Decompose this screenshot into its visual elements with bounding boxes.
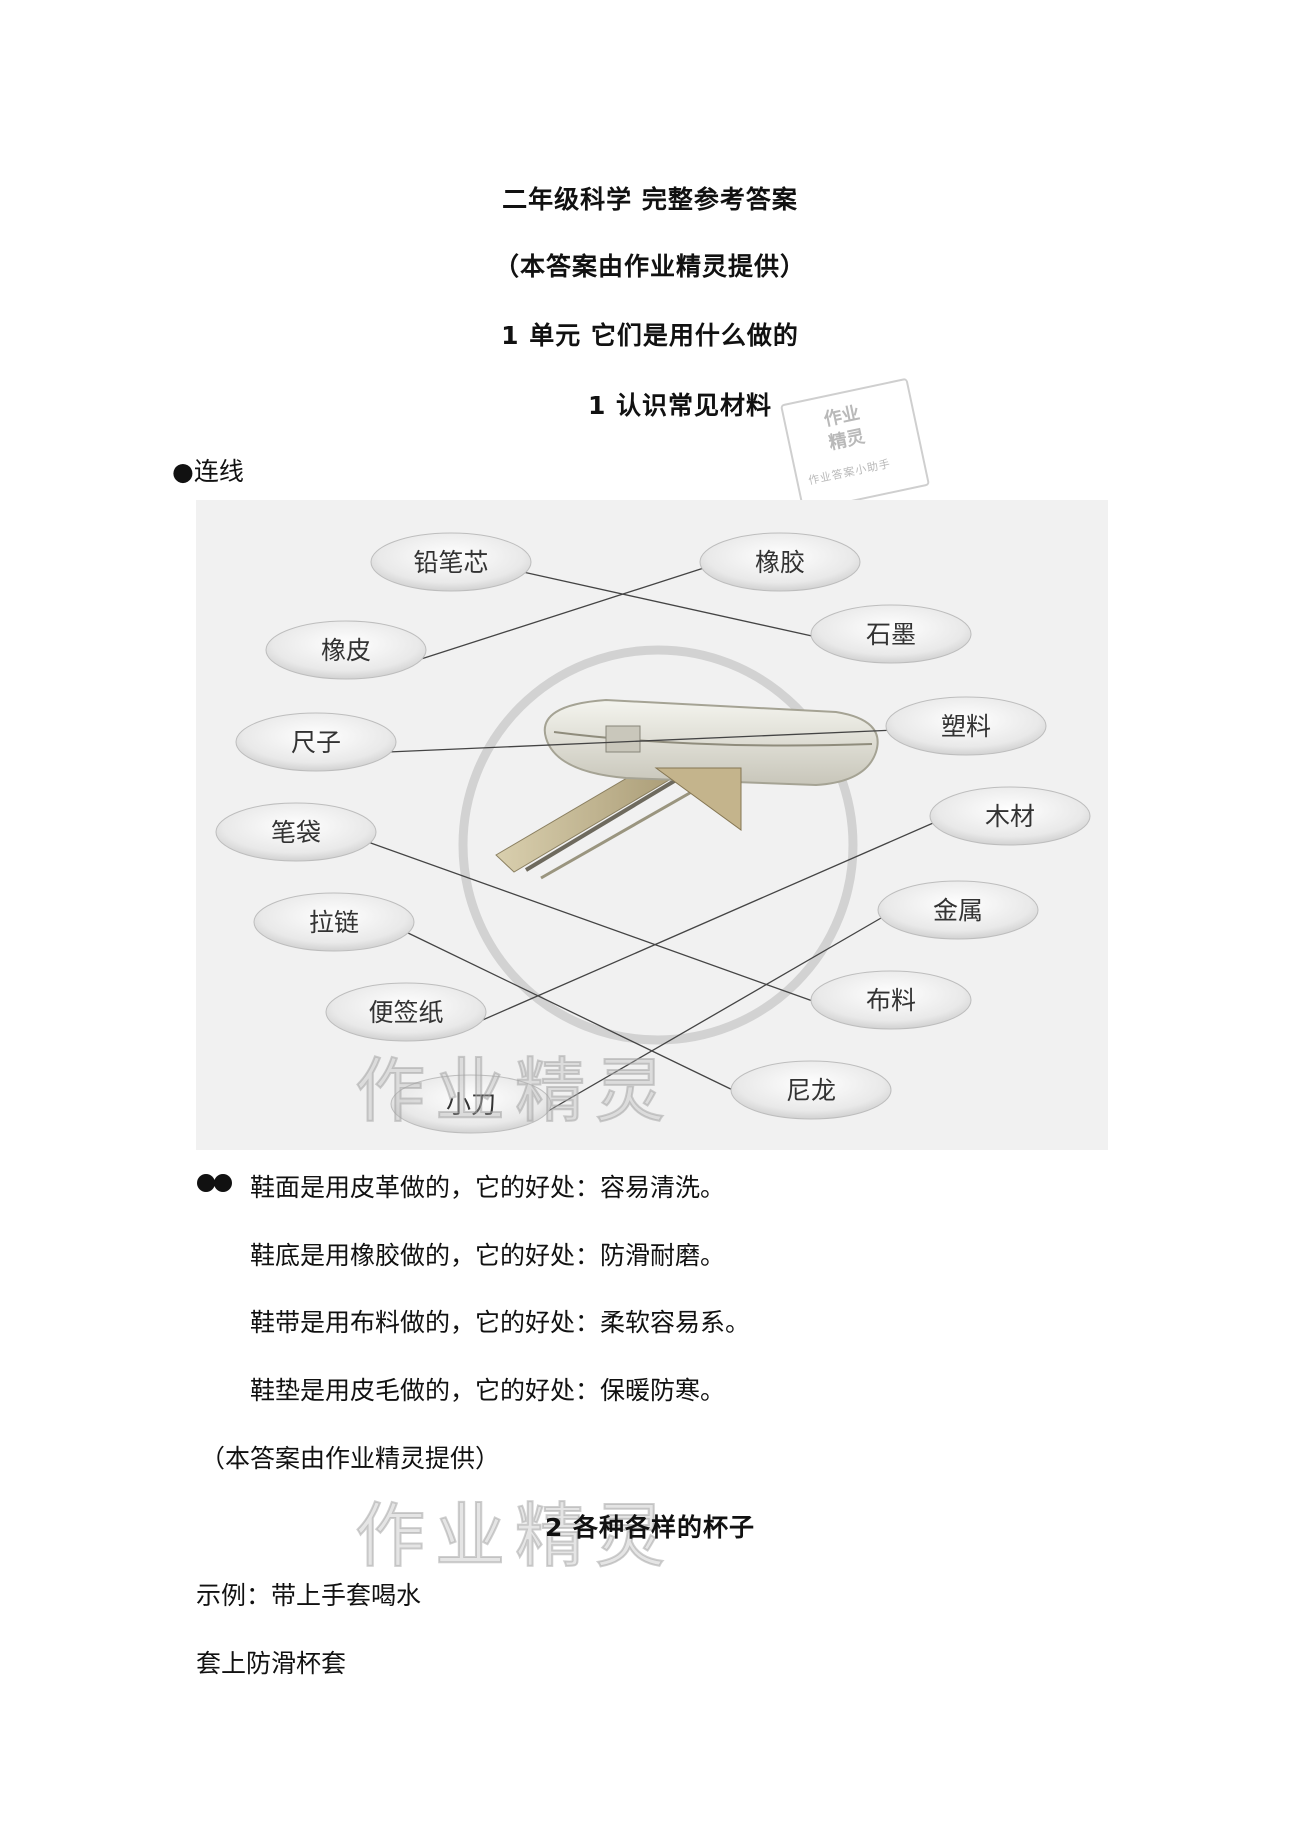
right-oval-shape-0 [699, 532, 861, 592]
page-title: 二年级科学 完整参考答案 [502, 185, 798, 214]
left-oval-1: 橡皮 [265, 620, 427, 680]
right-oval-0: 橡胶 [699, 532, 861, 592]
left-oval-label-5: 便签纸 [368, 998, 443, 1027]
left-oval-3: 笔袋 [215, 802, 377, 862]
left-oval-label-3: 笔袋 [271, 818, 321, 847]
left-oval-label-2: 尺子 [291, 728, 341, 757]
right-oval-label-5: 布料 [866, 986, 916, 1015]
left-oval-shape-1 [265, 620, 427, 680]
case-body [543, 698, 879, 787]
shoe-answer-4: 鞋垫是用皮毛做的，它的好处：保暖防寒。 [250, 1376, 726, 1405]
center-ring [458, 645, 858, 1045]
right-oval-label-0: 橡胶 [755, 548, 805, 577]
left-oval-4: 拉链 [253, 892, 415, 952]
connection-line-5 [477, 819, 941, 1023]
cup-answer-1: 示例：带上手套喝水 [196, 1581, 422, 1610]
unit-title: 1 单元 它们是用什么做的 [501, 321, 799, 350]
left-oval-shape-0 [370, 532, 532, 592]
lesson1-title: 1 认识常见材料 [587, 391, 773, 420]
left-oval-2: 尺子 [235, 712, 397, 772]
right-oval-shape-1 [810, 604, 972, 664]
sharpener-shape [605, 725, 641, 753]
right-oval-label-1: 石墨 [866, 620, 916, 649]
right-oval-5: 布料 [810, 970, 972, 1030]
left-oval-shape-6 [390, 1074, 552, 1134]
lesson2-title: 2 各种各样的杯子 [544, 1513, 756, 1542]
watermark-2: 作业精灵 [354, 1494, 675, 1578]
shoe-answer-1: 鞋面是用皮革做的，它的好处：容易清洗。 [250, 1173, 726, 1202]
left-oval-0: 铅笔芯 [370, 532, 532, 592]
left-oval-label-1: 橡皮 [321, 636, 371, 665]
shoe-answer-2: 鞋底是用橡胶做的，它的好处：防滑耐磨。 [250, 1241, 726, 1270]
left-oval-label-4: 拉链 [309, 908, 359, 937]
right-oval-3: 木材 [929, 786, 1091, 846]
matching-diagram: 铅笔芯橡皮尺子笔袋拉链便签纸小刀 橡胶石墨塑料木材金属布料尼龙 [196, 500, 1108, 1150]
left-oval-5: 便签纸 [325, 982, 487, 1042]
left-oval-shape-3 [215, 802, 377, 862]
match-section-heading: ●连线 [172, 452, 244, 488]
left-oval-shape-5 [325, 982, 487, 1042]
provider-subtitle: （本答案由作业精灵提供） [493, 252, 806, 281]
bullet-icon: ● [172, 457, 194, 486]
right-oval-label-4: 金属 [933, 896, 983, 925]
right-oval-shape-2 [885, 696, 1047, 756]
connection-line-0 [522, 571, 822, 639]
shoe-answer-3: 鞋带是用布料做的，它的好处：柔软容易系。 [250, 1308, 751, 1337]
right-oval-6: 尼龙 [730, 1060, 892, 1120]
provider-note: （本答案由作业精灵提供） [200, 1444, 501, 1473]
connection-line-1 [417, 565, 711, 661]
right-oval-shape-4 [877, 880, 1039, 940]
pencil-case-illustration [495, 698, 879, 880]
right-oval-4: 金属 [877, 880, 1039, 940]
right-oval-label-2: 塑料 [941, 712, 991, 741]
right-oval-shape-3 [929, 786, 1091, 846]
connection-lines [367, 565, 941, 1115]
connection-line-6 [542, 913, 889, 1115]
left-oval-label-6: 小刀 [446, 1090, 496, 1119]
left-oval-shape-2 [235, 712, 397, 772]
left-oval-label-0: 铅笔芯 [413, 548, 488, 577]
case-zipper [553, 731, 873, 747]
connection-line-4 [405, 931, 742, 1095]
triangle-ruler-shape [654, 767, 742, 831]
pencil-shape-2 [540, 776, 717, 880]
left-oval-6: 小刀 [390, 1074, 552, 1134]
right-oval-shape-5 [810, 970, 972, 1030]
match-section-label: 连线 [193, 457, 244, 486]
right-oval-shape-6 [730, 1060, 892, 1120]
connection-line-3 [367, 841, 822, 1005]
watermark-1: 作业精灵 [354, 1049, 675, 1133]
right-oval-2: 塑料 [885, 696, 1047, 756]
left-oval-shape-4 [253, 892, 415, 952]
connection-line-2 [387, 729, 897, 753]
right-oval-1: 石墨 [810, 604, 972, 664]
double-bullet-icon [197, 1174, 232, 1192]
right-oval-label-3: 木材 [985, 802, 1035, 831]
right-oval-label-6: 尼龙 [786, 1076, 836, 1105]
cup-answer-2: 套上防滑杯套 [196, 1649, 347, 1678]
